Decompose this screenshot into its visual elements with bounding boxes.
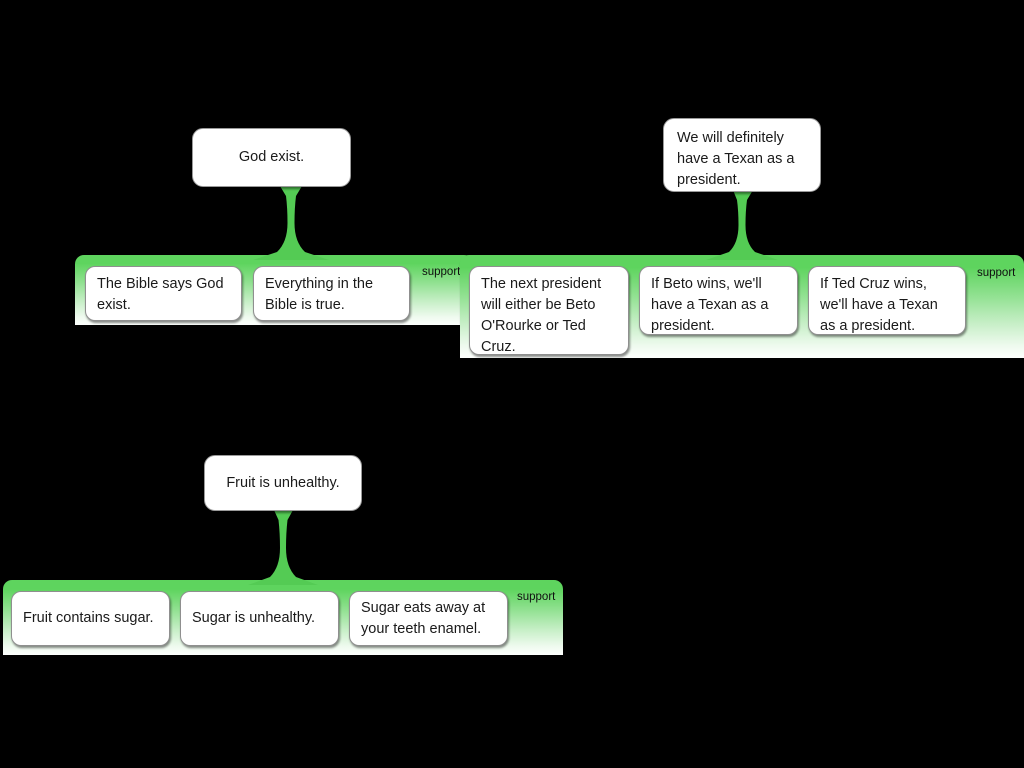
premise-box-fruit-unhealthy-2[interactable]: Sugar eats away at your teeth enamel. [349,591,508,646]
support-label-fruit-unhealthy: support [517,591,556,603]
support-label-god-exists: support [422,266,461,278]
premise-box-god-exists-1[interactable]: Everything in the Bible is true. [253,266,410,321]
premise-box-fruit-unhealthy-1[interactable]: Sugar is unhealthy. [180,591,339,646]
connector-texan-president [706,190,778,260]
premise-box-god-exists-0[interactable]: The Bible says God exist. [85,266,242,321]
claim-box-fruit-unhealthy[interactable]: Fruit is unhealthy. [204,455,362,511]
claim-box-texan-president[interactable]: We will definitely have a Texan as a pre… [663,118,821,192]
support-label-texan-president: support [977,267,1016,279]
claim-box-god-exists[interactable]: God exist. [192,128,351,187]
connector-fruit-unhealthy [248,510,318,585]
premise-box-fruit-unhealthy-0[interactable]: Fruit contains sugar. [11,591,170,646]
connector-god-exists [253,186,329,260]
premise-box-texan-president-0[interactable]: The next president will either be Beto O… [469,266,629,355]
premise-box-texan-president-2[interactable]: If Ted Cruz wins, we'll have a Texan as … [808,266,966,335]
premise-box-texan-president-1[interactable]: If Beto wins, we'll have a Texan as a pr… [639,266,798,335]
